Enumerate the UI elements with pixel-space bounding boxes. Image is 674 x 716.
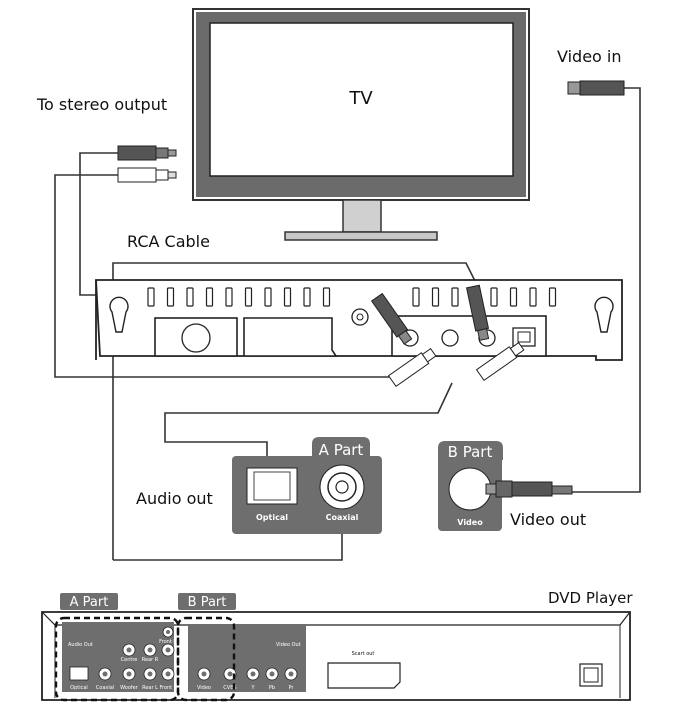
dvd-scart-out-label: Scart out xyxy=(352,651,375,657)
dvd-centre-label: Centre xyxy=(121,657,138,663)
dvd-b-part-badge-text: B Part xyxy=(188,595,227,610)
tv-label: TV xyxy=(348,88,373,109)
stereo-plug-light xyxy=(117,167,177,183)
video-label: Video xyxy=(457,518,483,527)
stereo-plug-dark xyxy=(117,145,177,161)
vent-slot xyxy=(244,287,253,307)
scart-bay xyxy=(243,317,338,357)
tv-screen xyxy=(209,22,514,177)
rca-cable-top xyxy=(112,262,477,560)
stereo-cable-lower xyxy=(54,174,390,378)
a-part-badge xyxy=(312,437,370,458)
dvd-cvbs-label: CVBS xyxy=(223,685,236,691)
vent-slot xyxy=(186,287,194,307)
dvd-front-l-label: Front L xyxy=(159,685,176,691)
dvd-coaxial-label: Coaxial xyxy=(96,685,114,691)
optical-label: Optical xyxy=(256,513,288,522)
vent-slot xyxy=(431,287,440,307)
plug-into-device-1 xyxy=(370,292,413,345)
dvd-video-block xyxy=(188,624,306,692)
tv-neck xyxy=(342,199,382,233)
video-out-plug xyxy=(485,480,573,498)
dvd-video-label: Video xyxy=(197,685,211,691)
dvd-rear-l-label: Rear L xyxy=(142,685,158,691)
vent-slot xyxy=(412,287,420,307)
vent-slots xyxy=(147,287,557,307)
dvd-a-part-badge xyxy=(60,593,118,610)
b-part-badge xyxy=(438,441,503,460)
vent-slot xyxy=(225,287,233,307)
dvd-optical-label: Optical xyxy=(70,685,88,691)
coax-cable xyxy=(164,382,453,468)
vent-slot xyxy=(303,287,311,307)
plug-out-device-2 xyxy=(475,341,525,382)
dvd-b-part-highlight xyxy=(176,616,236,702)
vent-slot xyxy=(509,287,518,307)
vent-slot xyxy=(166,287,175,307)
video-in-cable xyxy=(572,87,641,493)
a-part-panel: A Part Optical Coaxial xyxy=(232,437,382,534)
video-in-plug xyxy=(567,80,625,96)
dvd-player-back: A Part B Part Audio Out Optical Coaxial … xyxy=(41,593,631,702)
dvd-b-part-badge xyxy=(178,593,236,610)
b-part-panel: B Part Video xyxy=(438,441,503,531)
dvd-pr-label: Pr xyxy=(289,685,295,691)
plug-into-device-2 xyxy=(465,284,490,341)
dvd-player-label: DVD Player xyxy=(548,589,633,607)
plug-out-device-1 xyxy=(387,347,437,388)
vent-slot xyxy=(548,287,557,307)
mount-hole-right xyxy=(594,296,614,333)
audio-out-label: Audio out xyxy=(136,489,213,508)
video-in-label: Video in xyxy=(557,47,622,66)
vent-slot xyxy=(147,287,155,307)
dvd-woofer-label: Woofer xyxy=(120,685,139,691)
vent-slot xyxy=(490,287,498,307)
b-part-badge-text: B Part xyxy=(448,443,493,461)
vent-slot xyxy=(322,287,331,307)
dvd-y-label: Y xyxy=(250,685,255,691)
dvd-scart-port xyxy=(327,662,401,689)
dvd-audio-out-label: Audio Out xyxy=(68,642,93,648)
stereo-output-label: To stereo output xyxy=(36,95,167,114)
dvd-a-part-highlight xyxy=(54,616,180,702)
vent-slot xyxy=(283,287,292,307)
tv: TV xyxy=(192,8,530,241)
video-out-label: Video out xyxy=(510,510,586,529)
rca-cable-label: RCA Cable xyxy=(127,232,210,251)
vent-slot xyxy=(529,287,537,307)
dvd-front-r-label: Front R xyxy=(159,639,177,645)
video-port xyxy=(448,467,492,511)
coaxial-label: Coaxial xyxy=(326,513,359,522)
mount-hole-left xyxy=(109,296,129,333)
vent-slot xyxy=(451,287,459,307)
dvd-video-out-label: Video Out xyxy=(276,642,301,648)
a-part-badge-text: A Part xyxy=(319,441,364,459)
power-inlet xyxy=(181,323,211,353)
dvd-pb-label: Pb xyxy=(269,685,275,691)
device-back-panel xyxy=(95,279,623,361)
dvd-optical-port xyxy=(69,666,89,681)
vent-slot xyxy=(264,287,272,307)
vent-slot xyxy=(205,287,214,307)
tv-stand xyxy=(284,231,438,241)
dvd-a-part-badge-text: A Part xyxy=(70,595,109,610)
dvd-rear-r-label: Rear R xyxy=(142,657,159,663)
